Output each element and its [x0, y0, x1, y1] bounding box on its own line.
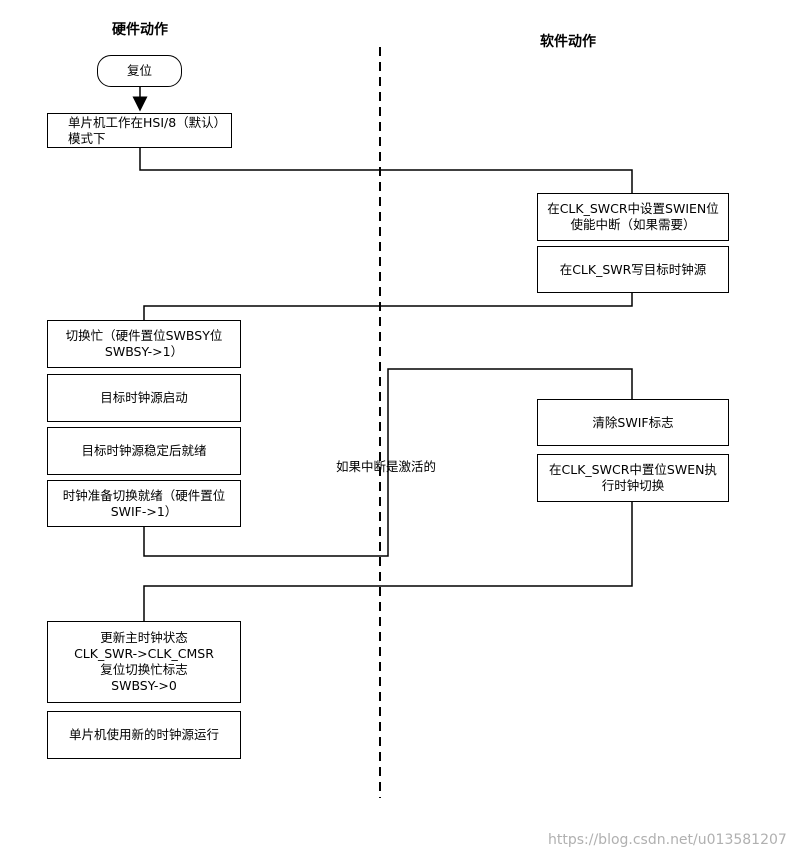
set-swien-label: 在CLK_SWCR中设置SWIEN位使能中断（如果需要） [547, 201, 719, 232]
switch-ready-box: 时钟准备切换就绪（硬件置位SWIF->1） [47, 480, 241, 527]
target-start-label: 目标时钟源启动 [100, 390, 188, 405]
reset-terminal: 复位 [97, 55, 182, 87]
reset-label: 复位 [126, 63, 152, 78]
update-main-box: 更新主时钟状态 CLK_SWR->CLK_CMSR 复位切换忙标志 SWBSY-… [47, 621, 241, 703]
software-lane-title: 软件动作 [540, 34, 596, 50]
hardware-lane-title: 硬件动作 [112, 22, 168, 38]
switch-busy-box: 切换忙（硬件置位SWBSY位SWBSY->1） [47, 320, 241, 368]
connector-swen-to-update [143, 502, 633, 621]
update-main-line1: 更新主时钟状态 [100, 630, 188, 645]
set-swen-label: 在CLK_SWCR中置位SWEN执行时钟切换 [549, 462, 717, 493]
set-swien-box: 在CLK_SWCR中设置SWIEN位使能中断（如果需要） [537, 193, 729, 241]
update-main-line3: 复位切换忙标志 [100, 662, 188, 677]
write-swr-box: 在CLK_SWR写目标时钟源 [537, 246, 729, 293]
target-start-box: 目标时钟源启动 [47, 374, 241, 422]
set-swen-box: 在CLK_SWCR中置位SWEN执行时钟切换 [537, 454, 729, 502]
hsi-mode-label: 单片机工作在HSI/8（默认）模式下 [68, 114, 220, 146]
interrupt-note: 如果中断是激活的 [336, 459, 437, 474]
target-ready-label: 目标时钟源稳定后就绪 [81, 443, 207, 458]
update-main-line4: SWBSY->0 [111, 678, 177, 693]
run-new-label: 单片机使用新的时钟源运行 [68, 727, 219, 742]
switch-ready-label: 时钟准备切换就绪（硬件置位SWIF->1） [62, 487, 226, 519]
switch-busy-label: 切换忙（硬件置位SWBSY位SWBSY->1） [65, 328, 223, 359]
target-ready-box: 目标时钟源稳定后就绪 [47, 427, 241, 475]
clear-swif-label: 清除SWIF标志 [592, 414, 674, 430]
connector-swr-to-busy [143, 292, 633, 320]
update-main-line2: CLK_SWR->CLK_CMSR [74, 646, 214, 661]
clear-swif-box: 清除SWIF标志 [537, 399, 729, 446]
watermark-text: https://blog.csdn.net/u013581207 [548, 832, 787, 848]
connector-hsi-to-swien [139, 147, 633, 193]
connector-ready-to-swif [143, 368, 633, 557]
hsi-mode-box: 单片机工作在HSI/8（默认）模式下 [47, 113, 232, 148]
write-swr-label: 在CLK_SWR写目标时钟源 [559, 261, 707, 277]
run-new-box: 单片机使用新的时钟源运行 [47, 711, 241, 759]
